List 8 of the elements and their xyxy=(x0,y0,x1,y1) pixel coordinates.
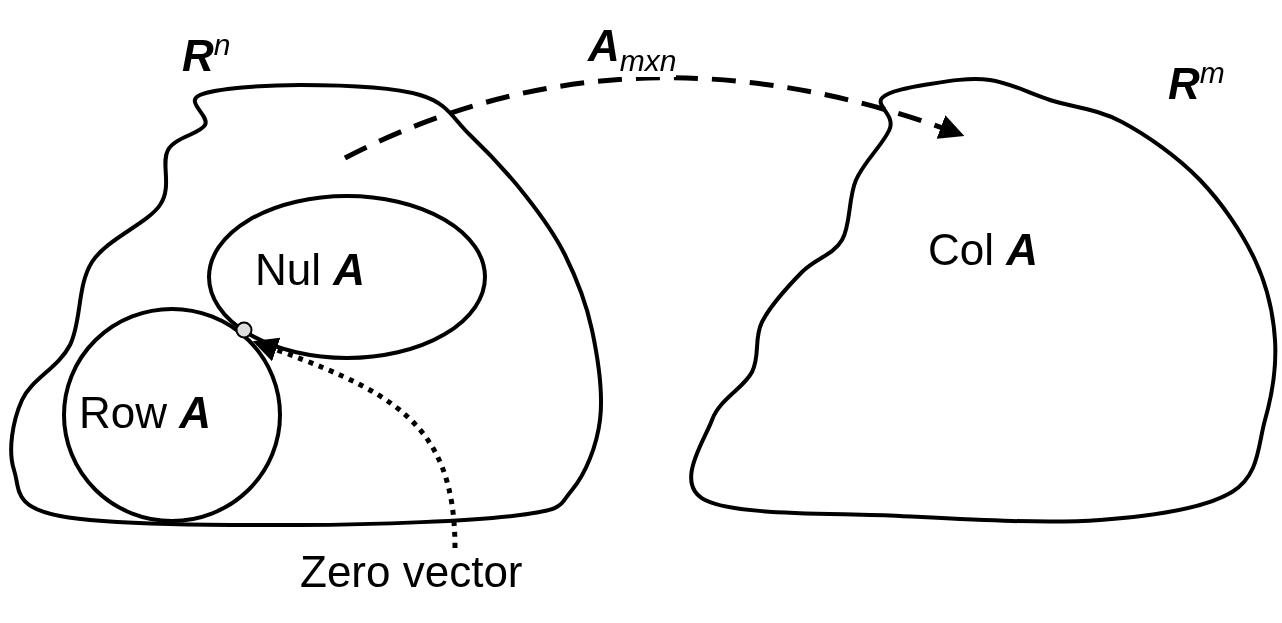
caption-text: Zero vector xyxy=(300,548,523,597)
subspace-label: Row A xyxy=(79,389,212,438)
subspace-label: Col A xyxy=(928,226,1039,275)
pointer-arrow xyxy=(252,337,458,549)
mapping-arrow xyxy=(343,75,965,161)
space-label: R$^{n}$ xyxy=(182,28,231,81)
space-label: R$^{m}$ xyxy=(1168,56,1225,109)
subspace-label: Nul A xyxy=(255,246,366,295)
